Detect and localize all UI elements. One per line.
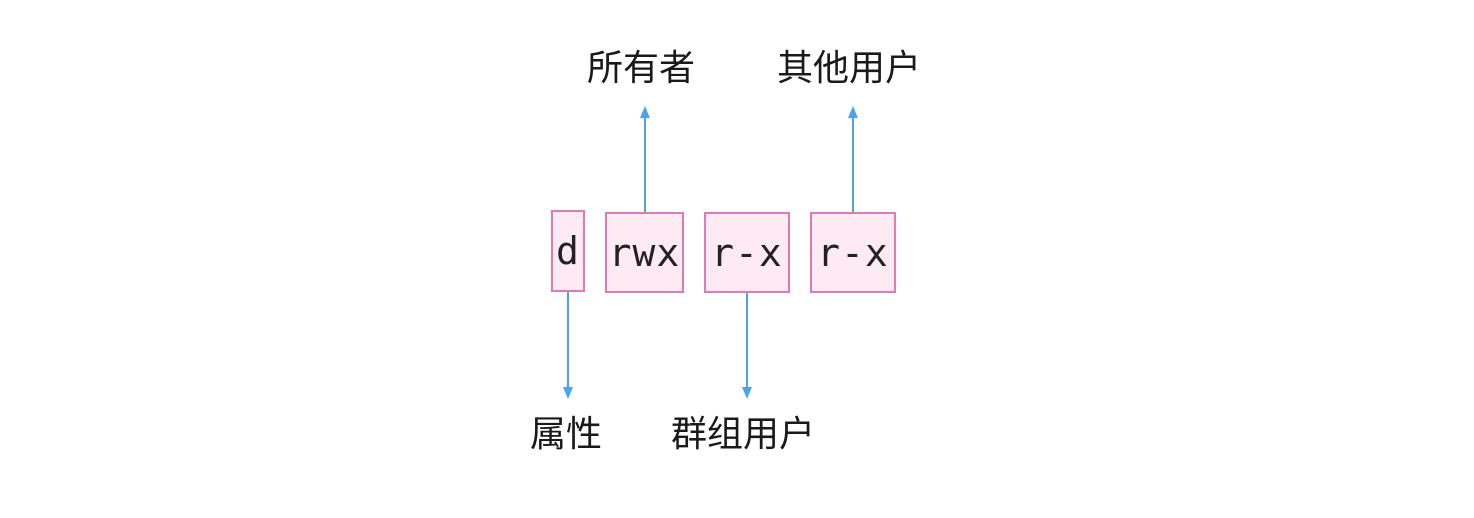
attribute-arrow [563, 292, 573, 399]
owner-permission-text: rwx [608, 230, 681, 275]
file-type-text: d [556, 229, 580, 273]
owner-arrow [640, 106, 650, 212]
group-permission-box: r-x [704, 212, 790, 293]
owner-permission-box: rwx [605, 212, 684, 293]
attribute-label: 属性 [530, 414, 603, 455]
other-users-label: 其他用户 [777, 48, 922, 89]
owner-label: 所有者 [587, 48, 696, 89]
file-type-box: d [551, 210, 585, 292]
group-users-label: 群组用户 [671, 414, 816, 455]
other-permission-text: r-x [817, 230, 889, 275]
other-users-arrow [848, 106, 858, 212]
group-permission-text: r-x [711, 230, 783, 275]
group-users-arrow [742, 292, 752, 399]
other-permission-box: r-x [810, 212, 896, 293]
